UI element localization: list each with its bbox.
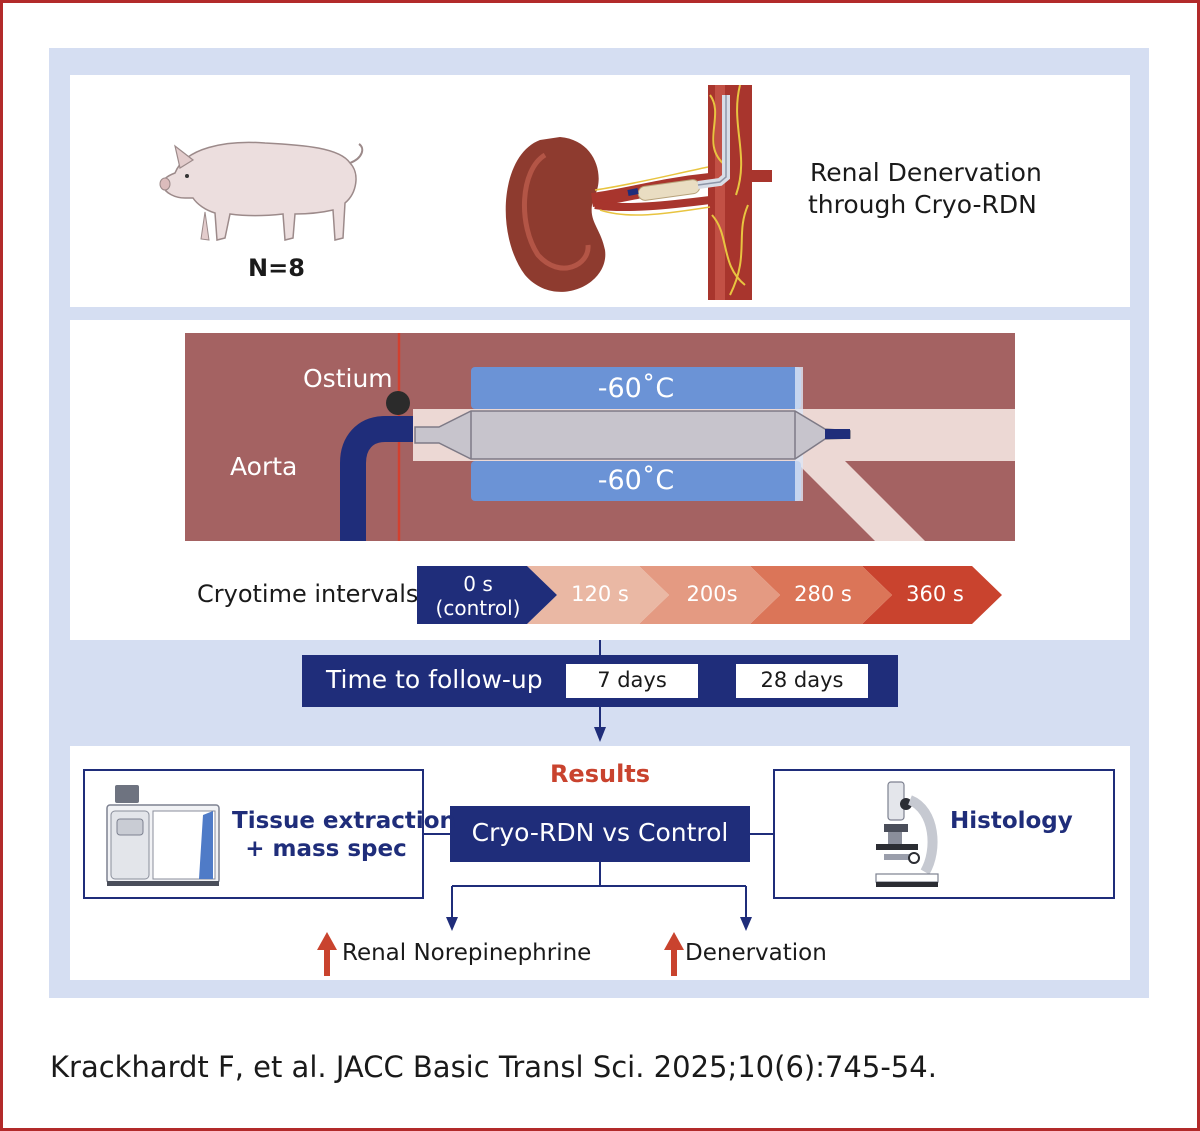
followup-label: Time to follow-up [326, 665, 543, 694]
comparison-box [450, 806, 750, 862]
histology-method: Histology [950, 808, 1073, 834]
interval-chevron-5 [862, 566, 1002, 624]
interval-chevron-3 [639, 566, 780, 624]
followup-option-7-days [566, 664, 698, 698]
followup-option-28-days-label: 28 days [760, 668, 844, 692]
animal-count: N=8 [248, 254, 305, 282]
arrow-up-icon [317, 932, 337, 976]
arrow-up-icon [664, 932, 684, 976]
temperature-top: -60˚C [597, 373, 675, 404]
interval-4-label: 280 s [794, 582, 852, 606]
interval-1-line1: 0 s [463, 572, 493, 596]
results-connectors [424, 833, 773, 931]
pig-icon [159, 141, 364, 241]
ostium-label: Ostium [303, 364, 393, 393]
cryotime-chevrons [417, 566, 1002, 624]
procedure-title-line1: Renal Denervation [810, 158, 1042, 187]
interval-chevron-1 [417, 566, 557, 624]
interval-chevron-2 [527, 566, 669, 624]
outcome-norepinephrine: Renal Norepinephrine [342, 940, 592, 966]
interval-3-label: 200s [686, 582, 738, 606]
temperature-bottom: -60˚C [597, 465, 675, 496]
method-box-histology [773, 769, 1115, 899]
interval-1-line2: (control) [435, 596, 521, 620]
interval-5-label: 360 s [906, 582, 964, 606]
aorta-label: Aorta [230, 452, 298, 481]
mass-spectrometer-icon [106, 785, 220, 886]
microscope-icon [875, 781, 939, 887]
interval-chevron-4 [750, 566, 892, 624]
interval-2-label: 120 s [571, 582, 629, 606]
mass-spec-method-line1: Tissue extraction [232, 808, 456, 834]
followup-option-28-days [736, 664, 868, 698]
mass-spec-method-line2: + mass spec [245, 836, 407, 862]
flow-connectors [594, 640, 606, 742]
method-box-mass-spec [83, 769, 424, 899]
outcome-denervation: Denervation [685, 940, 827, 966]
cryotime-label: Cryotime intervals [197, 580, 419, 608]
followup-option-7-days-label: 7 days [597, 668, 667, 692]
citation: Krackhardt F, et al. JACC Basic Transl S… [50, 1050, 937, 1084]
kidney-catheter-icon [505, 85, 772, 300]
results-title: Results [549, 760, 651, 788]
comparison-label: Cryo-RDN vs Control [471, 818, 729, 847]
vessel-schematic [185, 333, 1015, 541]
procedure-title-line2: through Cryo-RDN [808, 190, 1037, 219]
